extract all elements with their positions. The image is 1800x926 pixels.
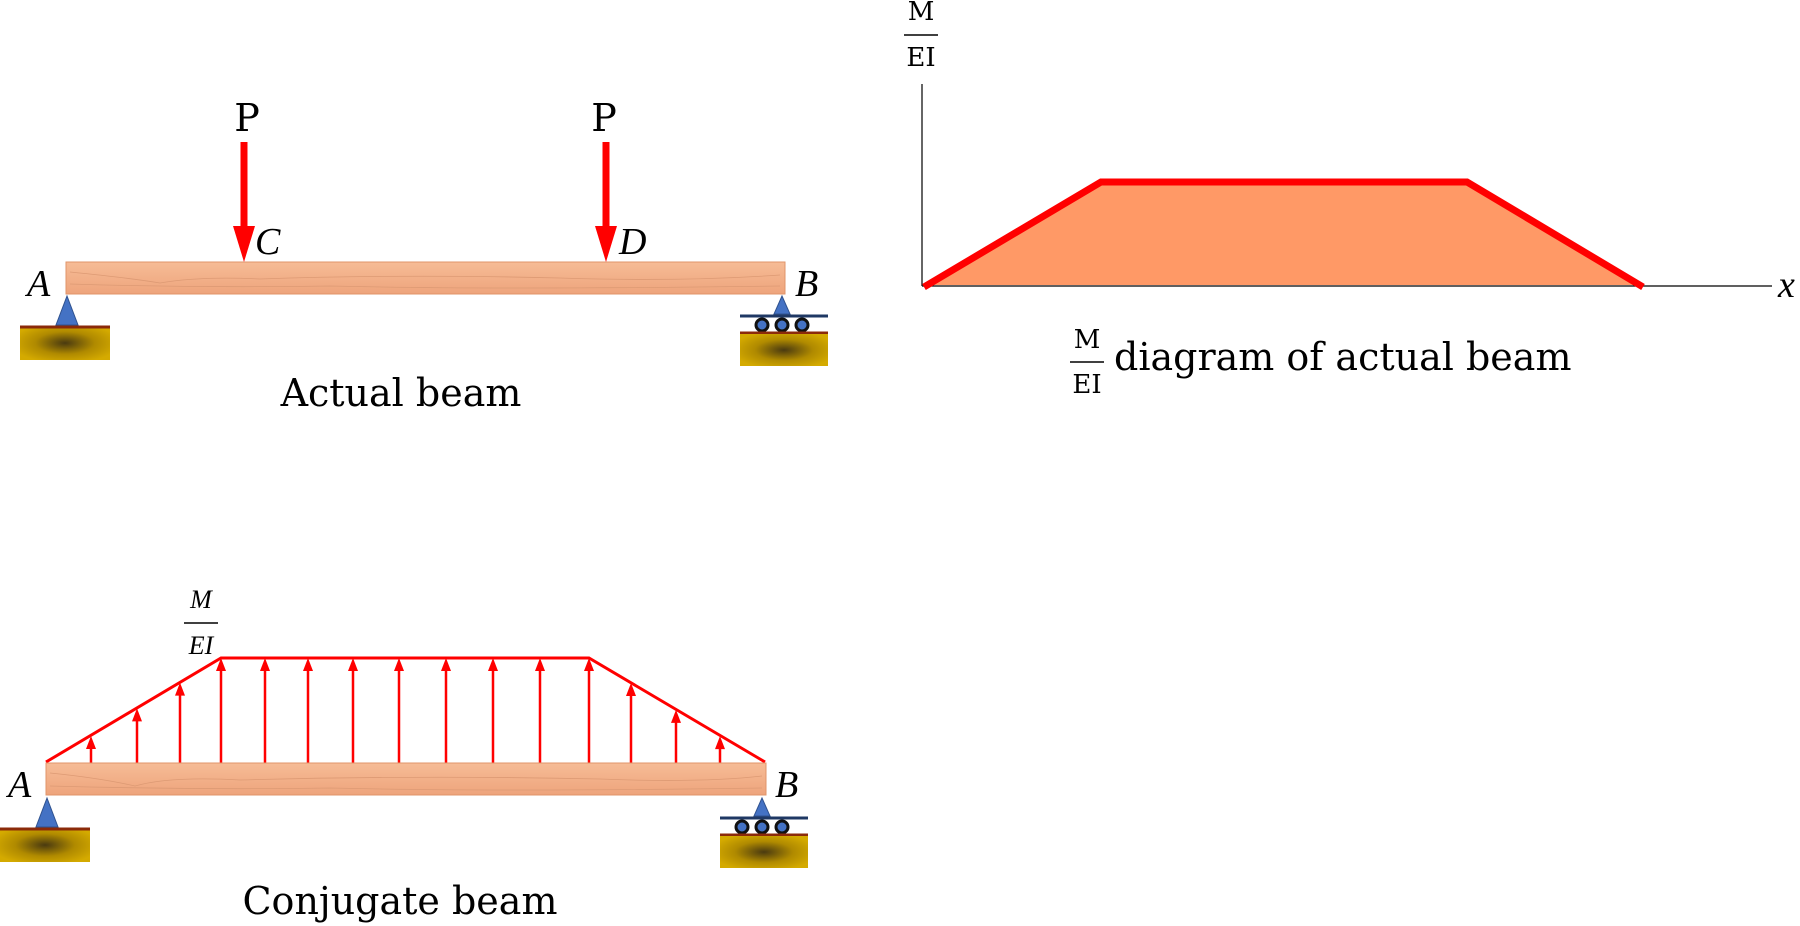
point-label-b-actual: B (795, 263, 818, 305)
actual-beam-group: P P C D A B Actual beam (20, 96, 828, 415)
axis-fraction-denominator: EI (906, 43, 935, 73)
point-label-c: C (255, 221, 281, 263)
moment-diagram-caption: diagram of actual beam (1114, 335, 1571, 379)
conjugate-load-arrow-head (260, 658, 270, 671)
conjugate-load-outline (45, 656, 766, 764)
conjugate-load-arrow-head (86, 736, 96, 749)
load-arrow-d (595, 142, 617, 262)
actual-roller-support-b (740, 294, 828, 366)
conjugate-fraction-denominator: EI (188, 631, 215, 660)
conjugate-load-arrow-head (132, 708, 142, 722)
conjugate-roller-support-b (720, 796, 808, 868)
point-label-b-conjugate: B (775, 764, 798, 806)
caption-fraction-numerator: M (1074, 325, 1101, 355)
conjugate-beam-caption: Conjugate beam (242, 879, 557, 923)
moment-diagram-outline (922, 178, 1645, 291)
actual-beam-caption: Actual beam (280, 371, 522, 415)
conjugate-load-arrow-head (715, 736, 725, 750)
axis-fraction-numerator: M (908, 0, 935, 27)
conjugate-load-arrow-head (441, 658, 451, 671)
caption-fraction-denominator: EI (1072, 370, 1101, 400)
conjugate-load-arrow-head (535, 658, 545, 671)
conjugate-load-arrow-head (348, 658, 358, 671)
conjugate-load-arrow-head (303, 658, 313, 671)
point-label-a-actual: A (24, 263, 51, 305)
point-label-d: D (618, 221, 646, 263)
conjugate-load-arrow-head (671, 709, 681, 723)
conjugate-load-arrows (86, 658, 725, 763)
conjugate-load-arrow-head (394, 658, 404, 671)
actual-beam-body (65, 261, 786, 295)
conjugate-load-arrow-head (175, 682, 185, 696)
conjugate-beam-group: M EI A B Conjugate beam (0, 585, 808, 923)
load-label-right: P (591, 96, 617, 140)
conjugate-pin-support-a (0, 796, 90, 862)
conjugate-load-arrow-head (584, 658, 594, 671)
point-label-a-conjugate: A (5, 764, 32, 806)
conjugate-load-arrow-head (216, 658, 226, 671)
moment-diagram-area (924, 182, 1643, 285)
conjugate-fraction-numerator: M (189, 585, 213, 614)
conjugate-load-arrow-head (626, 683, 636, 697)
load-arrow-c (233, 142, 255, 262)
actual-pin-support-a (20, 294, 110, 360)
moment-diagram-group: M EI x M EI diagram of actual beam (904, 0, 1795, 400)
conjugate-load-arrow-head (488, 658, 498, 671)
x-axis-label: x (1777, 264, 1795, 306)
load-label-left: P (234, 96, 260, 140)
conjugate-beam-body (45, 762, 767, 796)
